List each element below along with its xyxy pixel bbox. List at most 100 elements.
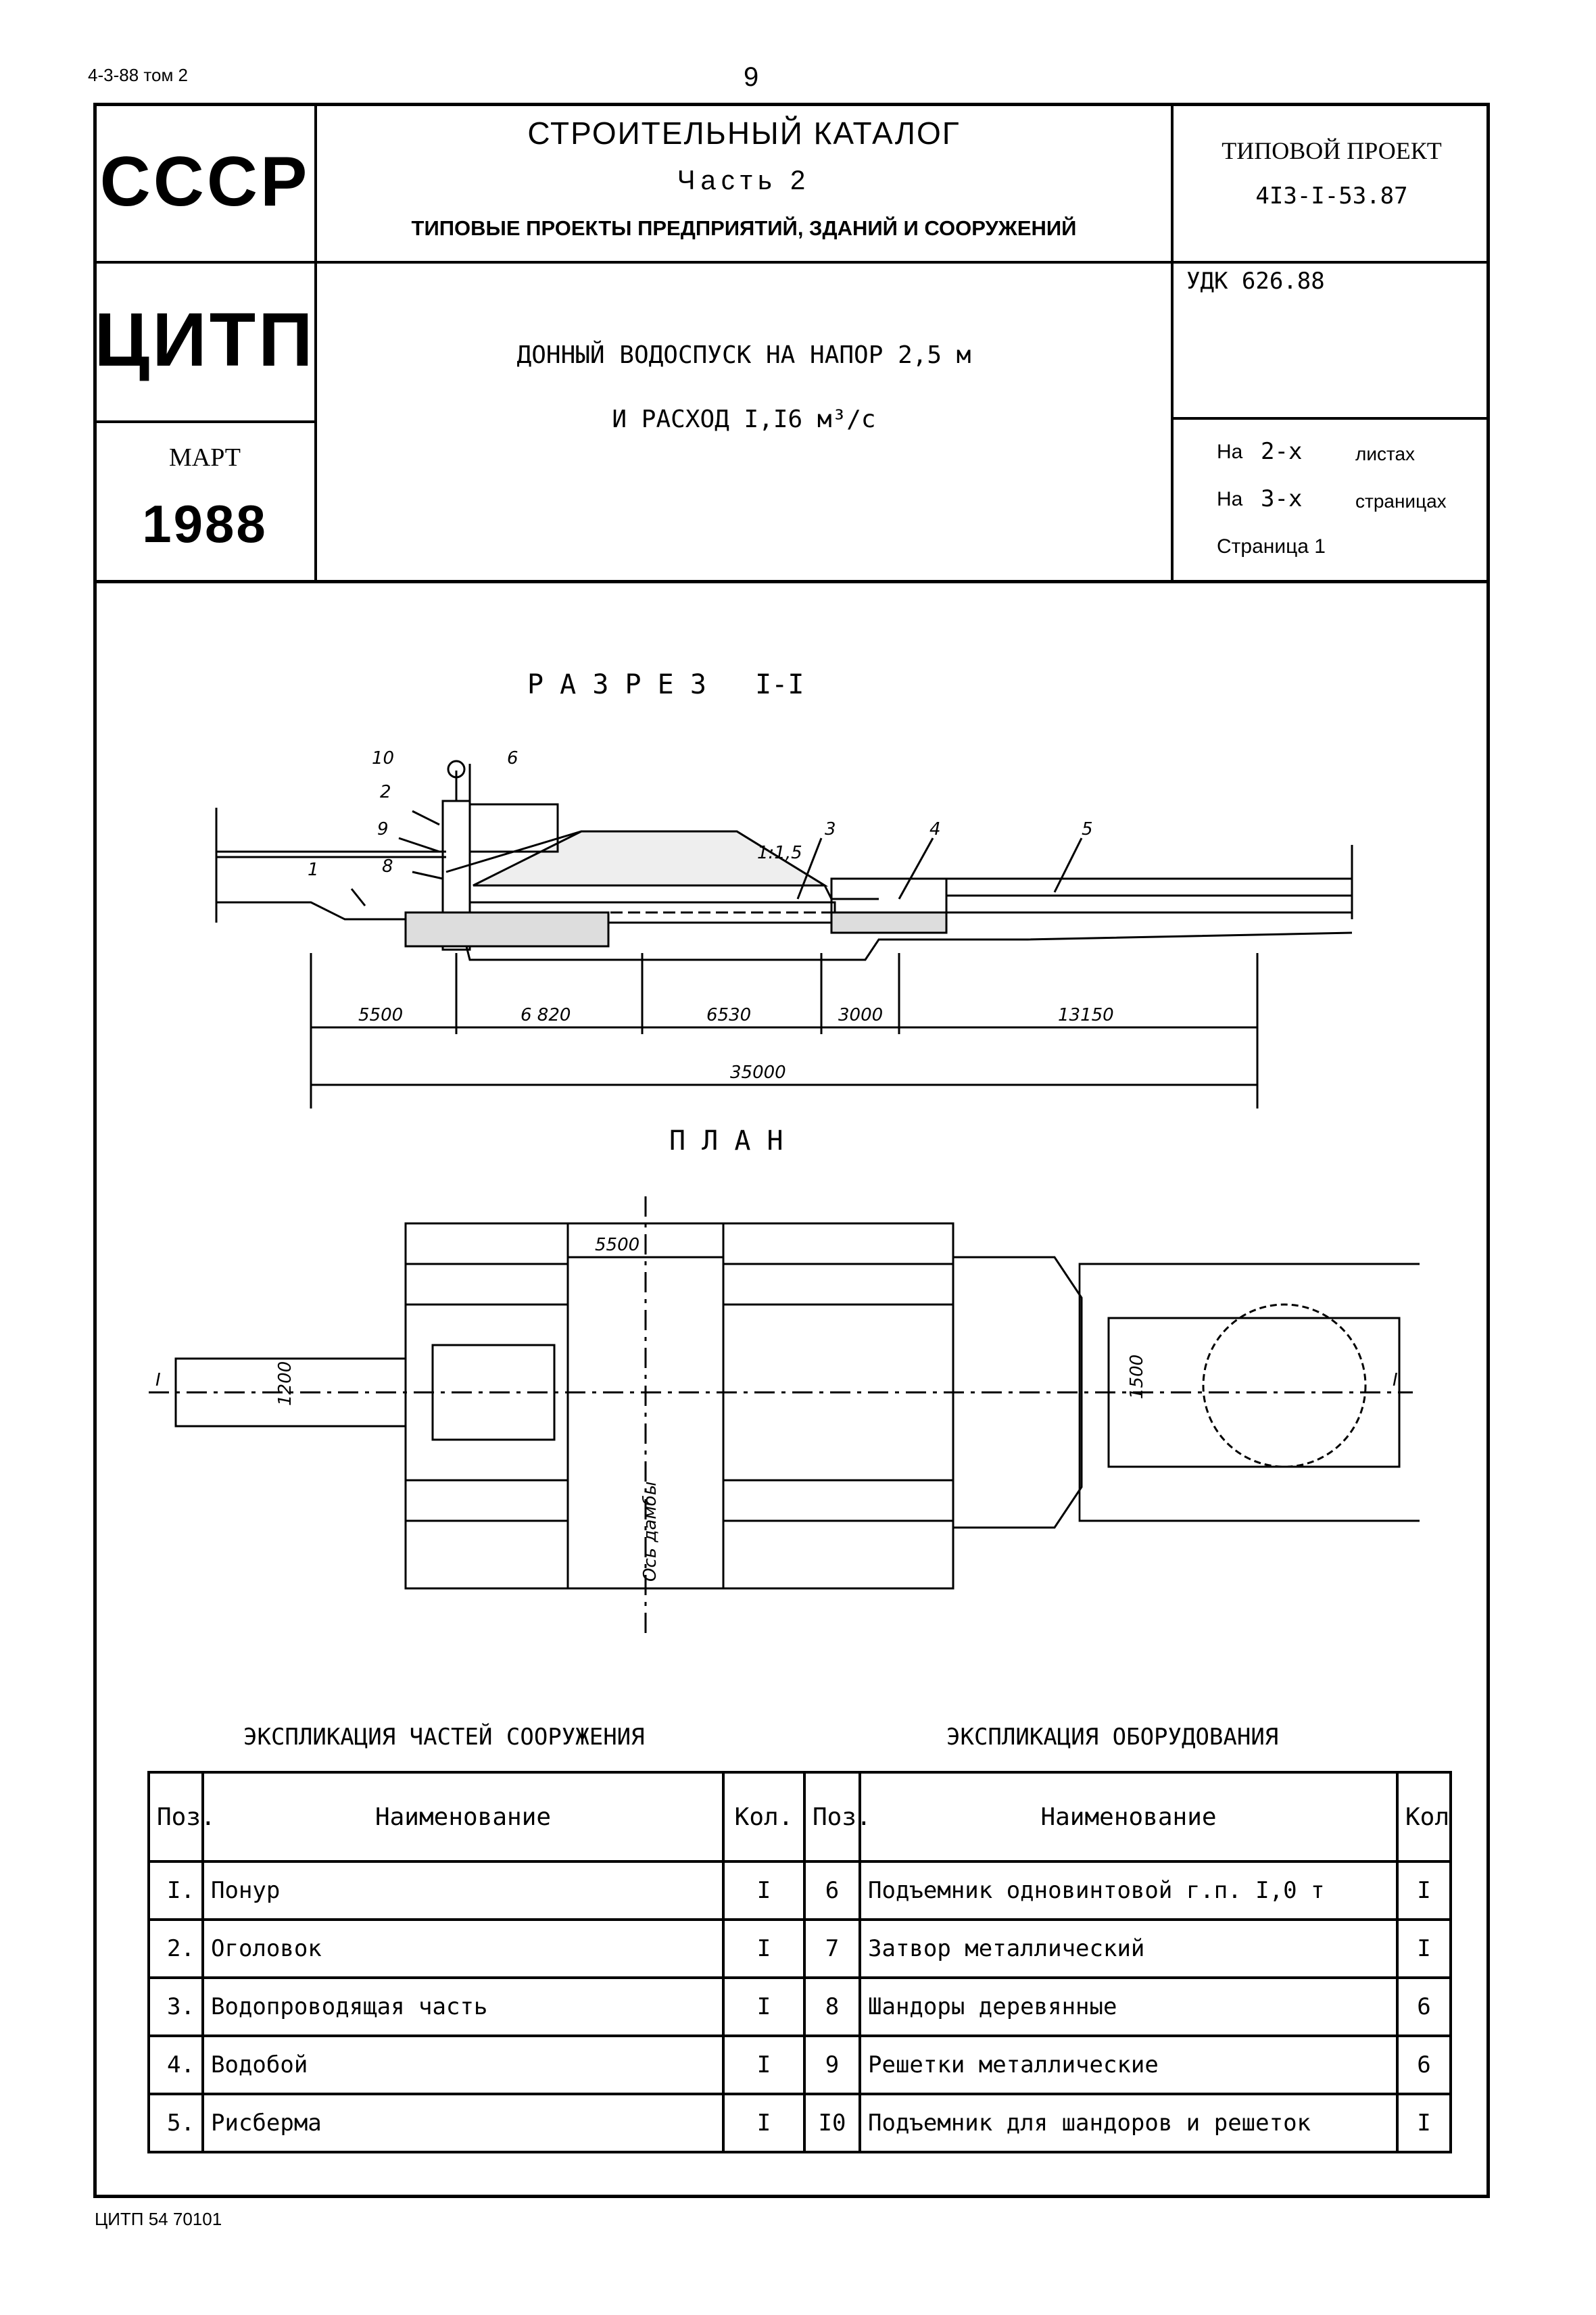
section-mark-left: I xyxy=(155,1370,161,1390)
callout-3: 3 xyxy=(825,819,836,839)
stamp-divider xyxy=(93,261,1490,264)
project-number: 4I3-I-53.87 xyxy=(1255,182,1408,210)
dim-3000: 3000 xyxy=(838,1005,883,1025)
doc-reference: 4-3-88 том 2 xyxy=(88,65,189,85)
callout-leader xyxy=(398,837,440,853)
table-row: 4. Водобой I 9 Решетки металлические 6 xyxy=(147,2034,1452,2095)
part-qty: I xyxy=(722,2093,806,2153)
explication-table: Поз. Наименование Кол. Поз. Наименование… xyxy=(147,1771,1452,2153)
month-label: МАРТ xyxy=(168,443,241,472)
ground-profile xyxy=(216,901,1353,961)
callout-5: 5 xyxy=(1082,819,1093,839)
callout-4: 4 xyxy=(929,819,941,839)
equipment-qty: I xyxy=(1396,1860,1452,1921)
table-row: 2. Оголовок I 7 Затвор металлический I xyxy=(147,1918,1452,1979)
pages-label: страницах xyxy=(1355,491,1447,512)
handwheel-icon xyxy=(447,760,466,779)
year-label: 1988 xyxy=(142,494,268,554)
equipment-pos: I0 xyxy=(803,2093,861,2153)
part-name: Понур xyxy=(201,1860,725,1921)
header-qty: Кол. xyxy=(722,1771,806,1863)
callout-leader xyxy=(412,810,440,826)
plan-drawing: 5500 1200 1500 Ось дамбы I I xyxy=(149,1196,1420,1636)
header-name: Наименование xyxy=(859,1771,1399,1863)
stamp-divider xyxy=(1171,103,1174,581)
part-pos: 4. xyxy=(147,2034,204,2095)
section-title: Р А З Р Е З I-I xyxy=(527,669,804,700)
part-name: Водобой xyxy=(201,2034,725,2095)
basin-plan xyxy=(952,1256,1083,1529)
part-pos: I. xyxy=(147,1860,204,1921)
part-qty: I xyxy=(722,2034,806,2095)
part-name: Рисберма xyxy=(201,2093,725,2153)
headwork-frame xyxy=(468,803,559,853)
page-info: Страница 1 xyxy=(1217,535,1326,558)
headwork-foundation xyxy=(404,911,610,948)
apron-plan xyxy=(1078,1263,1420,1522)
parts-table-title: ЭКСПЛИКАЦИЯ ЧАСТЕЙ СООРУЖЕНИЯ xyxy=(243,1724,645,1751)
stamp-divider xyxy=(314,103,317,581)
document-title-line2: И РАСХОД I,I6 м³/с xyxy=(612,406,876,433)
dim-total: 35000 xyxy=(730,1063,786,1083)
equipment-qty: 6 xyxy=(1396,2034,1452,2095)
part-qty: I xyxy=(722,1860,806,1921)
part-pos: 5. xyxy=(147,2093,204,2153)
footer-code: ЦИТП 54 70101 xyxy=(95,2209,222,2229)
plan-dim-5500: 5500 xyxy=(595,1235,639,1255)
dim-5500: 5500 xyxy=(358,1005,403,1025)
callout-leader xyxy=(1053,837,1083,893)
callout-6: 6 xyxy=(507,748,518,769)
equipment-pos: 6 xyxy=(803,1860,861,1921)
udk-code: УДК 626.88 xyxy=(1186,268,1325,295)
header-pos: Поз. xyxy=(803,1771,871,1863)
equipment-pos: 8 xyxy=(803,1976,861,2037)
equipment-name: Подъемник одновинтовой г.п. I,0 т xyxy=(859,1860,1399,1921)
stilling-basin-slab xyxy=(830,911,948,934)
catalog-subtitle: ТИПОВЫЕ ПРОЕКТЫ ПРЕДПРИЯТИЙ, ЗДАНИЙ И СО… xyxy=(411,216,1077,240)
table-row: 5. Рисберма I I0 Подъемник для шандоров … xyxy=(147,2093,1452,2153)
country-label: СССР xyxy=(99,143,310,221)
table-row: I. Понур I 6 Подъемник одновинтовой г.п.… xyxy=(147,1860,1452,1921)
stamp-divider xyxy=(93,420,316,423)
part-qty: I xyxy=(722,1918,806,1979)
header-qty: Кол xyxy=(1396,1771,1452,1863)
callout-8: 8 xyxy=(382,856,393,877)
callout-leader xyxy=(898,837,934,900)
tank-plan xyxy=(1202,1303,1367,1468)
pages-count: 3-х xyxy=(1261,485,1303,512)
equipment-name: Подъемник для шандоров и решеток xyxy=(859,2093,1399,2153)
equipment-name: Шандоры деревянные xyxy=(859,1976,1399,2037)
pages-prefix: На xyxy=(1217,488,1243,510)
plan-title: П Л А Н xyxy=(669,1125,783,1156)
callout-1: 1 xyxy=(308,860,319,880)
table-row: 3. Водопроводящая часть I 8 Шандоры дере… xyxy=(147,1976,1452,2037)
equipment-qty: 6 xyxy=(1396,1976,1452,2037)
section-mark-right: I xyxy=(1393,1370,1398,1390)
sheets-label: листах xyxy=(1355,443,1416,464)
equipment-qty: I xyxy=(1396,2093,1452,2153)
stamp-divider xyxy=(93,580,1490,583)
section-drawing: 1:1,5 10 6 2 9 8 1 3 4 5 5500 6 820 6530… xyxy=(215,748,1353,1108)
plan-dim-1200: 1200 xyxy=(275,1361,295,1406)
callout-2: 2 xyxy=(380,782,391,802)
equipment-pos: 7 xyxy=(803,1918,861,1979)
org-label: ЦИТП xyxy=(94,297,316,382)
sheets-prefix: На xyxy=(1217,441,1243,463)
dam-fill xyxy=(473,830,829,887)
page-number: 9 xyxy=(744,62,759,92)
header-pos: Поз. xyxy=(147,1771,216,1863)
equipment-pos: 9 xyxy=(803,2034,861,2095)
table-header-row: Поз. Наименование Кол. Поз. Наименование… xyxy=(147,1771,1452,1863)
part-name: Водопроводящая часть xyxy=(201,1976,725,2037)
callout-9: 9 xyxy=(377,819,389,839)
document-title-line1: ДОННЫЙ ВОДОСПУСК НА НАПОР 2,5 м xyxy=(516,341,971,369)
callout-10: 10 xyxy=(372,748,394,769)
dam-axis-label: Ось дамбы xyxy=(640,1482,660,1582)
slope-label: 1:1,5 xyxy=(757,843,802,863)
project-label: ТИПОВОЙ ПРОЕКТ xyxy=(1222,137,1442,164)
header-name: Наименование xyxy=(201,1771,725,1863)
headwork-plan xyxy=(404,1222,569,1590)
dim-13150: 13150 xyxy=(1058,1005,1114,1025)
equipment-table-title: ЭКСПЛИКАЦИЯ ОБОРУДОВАНИЯ xyxy=(946,1724,1279,1751)
equipment-name: Решетки металлические xyxy=(859,2034,1399,2095)
